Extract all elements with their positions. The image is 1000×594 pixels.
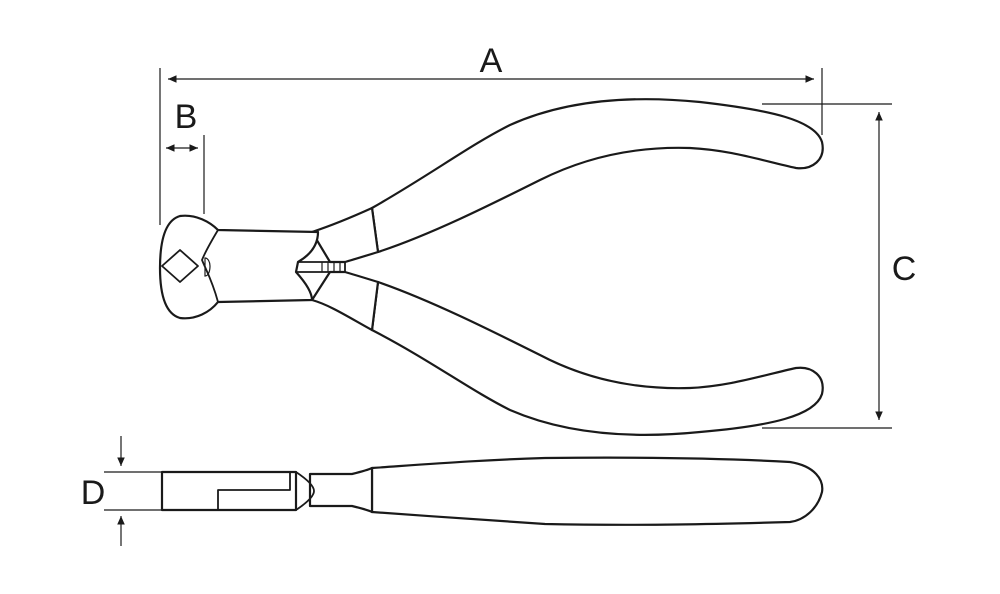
side-head-step xyxy=(217,472,291,510)
pivot-joint xyxy=(295,261,346,273)
dimension-c: C xyxy=(762,103,917,429)
dimension-b: B xyxy=(166,98,205,214)
side-pivot-curve xyxy=(295,471,315,511)
upper-neck xyxy=(310,206,380,264)
label-a: A xyxy=(480,42,503,80)
lower-handle xyxy=(370,280,824,436)
pliers-side-view xyxy=(160,456,824,526)
side-handle xyxy=(370,456,824,526)
label-d: D xyxy=(81,474,106,512)
side-head xyxy=(160,470,298,512)
jaw-notch xyxy=(161,249,199,283)
side-neck xyxy=(308,466,374,514)
dimension-a: A xyxy=(159,42,823,225)
lower-neck xyxy=(310,270,380,332)
label-b: B xyxy=(175,98,198,136)
pliers-top-view xyxy=(158,98,824,436)
cutting-head xyxy=(158,214,320,320)
upper-handle xyxy=(370,98,824,254)
dimension-d: D xyxy=(81,436,162,546)
label-c: C xyxy=(892,250,917,288)
jaw-tip xyxy=(201,229,219,303)
